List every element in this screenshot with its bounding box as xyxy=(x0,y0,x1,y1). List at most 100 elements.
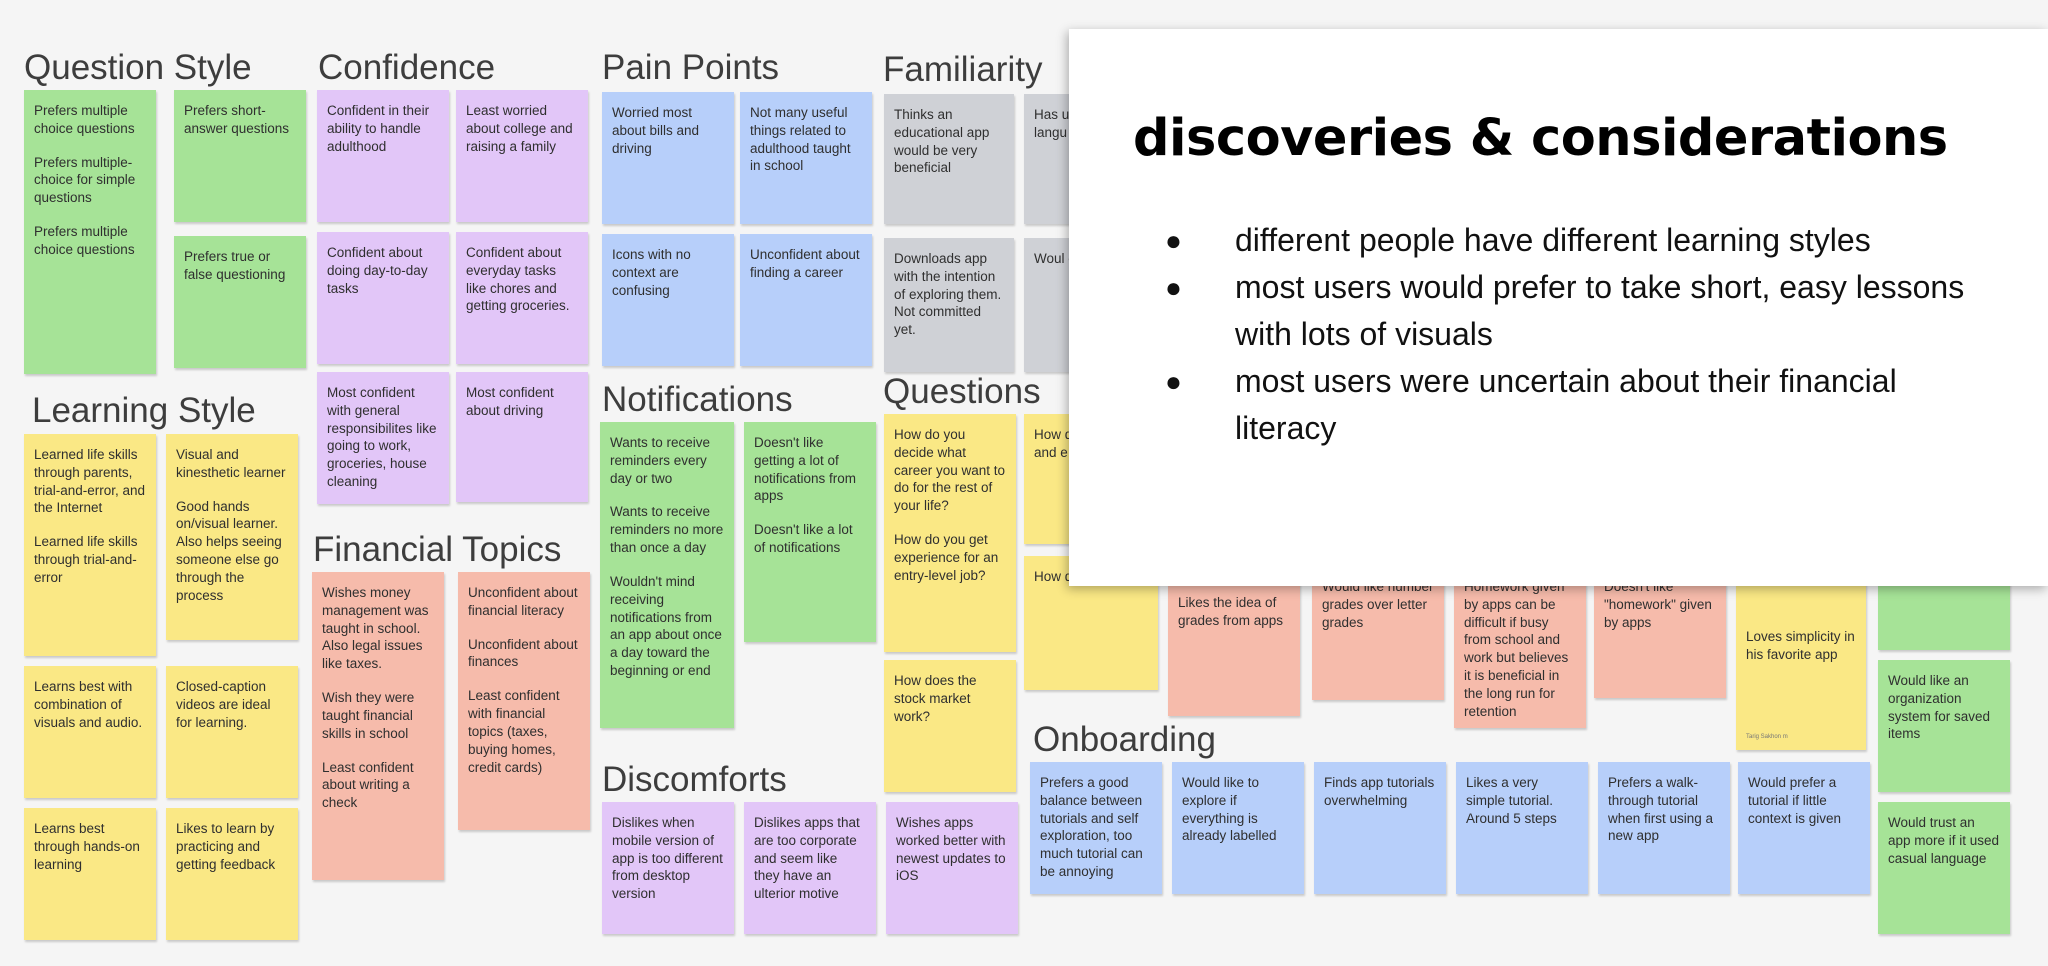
sticky-note[interactable]: Most confident with general responsibili… xyxy=(317,372,449,504)
note-text: How do you decide what career you want t… xyxy=(894,427,1006,514)
sticky-note[interactable]: How does the stock market work? xyxy=(884,660,1016,792)
note-text: Prefers multiple choice questions xyxy=(34,103,135,136)
card-bullet-item: ● most users would prefer to take short,… xyxy=(1165,264,1985,358)
card-bullet-list: ● different people have different learni… xyxy=(1165,217,1985,452)
sticky-note[interactable]: Unconfident about financial literacy Unc… xyxy=(458,572,590,830)
note-text: Prefers multiple-choice for simple quest… xyxy=(34,154,136,206)
note-text: Prefers short-answer questions xyxy=(184,103,290,136)
sticky-note[interactable]: Learned life skills through parents, tri… xyxy=(24,434,156,656)
sticky-note[interactable]: Confident about everyday tasks like chor… xyxy=(456,232,588,364)
note-text: Doesn't like getting a lot of notificati… xyxy=(754,435,857,504)
note-text: Prefers a walk-through tutorial when fir… xyxy=(1608,775,1714,844)
sticky-note[interactable]: Doesn't like getting a lot of notificati… xyxy=(744,422,876,642)
note-text: Prefers true or false questioning xyxy=(184,249,286,282)
note-text: Learned life skills through parents, tri… xyxy=(34,447,146,516)
sticky-note[interactable]: Would like to explore if everything is a… xyxy=(1172,762,1304,894)
heading-pain-points: Pain Points xyxy=(602,48,780,87)
sticky-note[interactable]: Least worried about college and raising … xyxy=(456,90,588,222)
bullet-icon: ● xyxy=(1165,366,1182,397)
note-text: Closed-caption videos are ideal for lear… xyxy=(176,679,271,730)
sticky-note[interactable]: Prefers a good balance between tutorials… xyxy=(1030,762,1162,894)
note-text: Visual and kinesthetic learner xyxy=(176,447,286,480)
sticky-note[interactable]: Not many useful things related to adulth… xyxy=(740,92,872,224)
sticky-note[interactable]: Would trust an app more if it used casua… xyxy=(1878,802,2010,934)
note-text: Dislikes when mobile version of app is t… xyxy=(612,815,723,902)
note-text: Likes the idea of grades from apps xyxy=(1178,595,1284,628)
note-text: Wants to receive reminders every day or … xyxy=(610,435,711,486)
note-text: Doesn't like a lot of notifications xyxy=(754,522,853,556)
note-text: Most confident with general responsibili… xyxy=(327,385,437,490)
sticky-note[interactable]: Visual and kinesthetic learner Good hand… xyxy=(166,434,298,640)
note-text: Icons with no context are confusing xyxy=(612,247,691,298)
sticky-note[interactable]: Closed-caption videos are ideal for lear… xyxy=(166,666,298,798)
note-text: Would trust an app more if it used casua… xyxy=(1888,815,2000,866)
note-text: Wishes money management was taught in sc… xyxy=(322,585,429,672)
note-text: How do you get experience for an entry-l… xyxy=(894,532,999,583)
card-bullet-item: ● most users were uncertain about their … xyxy=(1165,358,1985,452)
note-text: Would prefer a tutorial if little contex… xyxy=(1748,775,1842,826)
note-text: Unconfident about financial literacy xyxy=(468,585,578,618)
note-text: Confident in their ability to handle adu… xyxy=(327,103,430,154)
note-text: Would like an organization system for sa… xyxy=(1888,673,1991,742)
heading-onboarding: Onboarding xyxy=(1033,720,1216,759)
note-text: Most confident about driving xyxy=(466,385,554,418)
note-text: Wants to receive reminders no more than … xyxy=(610,504,724,556)
sticky-note[interactable]: Icons with no context are confusing xyxy=(602,234,734,366)
bullet-text: different people have different learning… xyxy=(1235,222,1871,258)
note-text: Least confident with financial topics (t… xyxy=(468,688,560,775)
sticky-note[interactable]: Prefers multiple choice questions Prefer… xyxy=(24,90,156,374)
heading-financial-topics: Financial Topics xyxy=(313,530,562,569)
sticky-note[interactable]: Unconfident about finding a career xyxy=(740,234,872,366)
note-text: Finds app tutorials overwhelming xyxy=(1324,775,1435,808)
signature-text: Tarig Sakhon m xyxy=(1746,734,1788,741)
heading-question-style: Question Style xyxy=(24,48,252,87)
note-text: Wouldn't mind receiving notifications fr… xyxy=(610,573,722,678)
sticky-note[interactable]: Would prefer a tutorial if little contex… xyxy=(1738,762,1870,894)
discoveries-card: discoveries & considerations ● different… xyxy=(1069,29,2048,586)
sticky-note[interactable]: Downloads app with the intention of expl… xyxy=(884,238,1014,372)
sticky-note[interactable]: Dislikes apps that are too corporate and… xyxy=(744,802,876,934)
sticky-note[interactable]: Loves simplicity in his favorite app Tar… xyxy=(1736,556,1866,750)
card-bullet-item: ● different people have different learni… xyxy=(1165,217,1985,264)
sticky-note[interactable]: Learns best with combination of visuals … xyxy=(24,666,156,798)
bullet-text: most users would prefer to take short, e… xyxy=(1235,269,1965,352)
sticky-note[interactable]: Dislikes when mobile version of app is t… xyxy=(602,802,734,934)
note-text: Prefers a good balance between tutorials… xyxy=(1040,775,1143,880)
note-text: Worried most about bills and driving xyxy=(612,105,700,156)
note-text: How does the stock market work? xyxy=(894,673,977,724)
note-text: Downloads app with the intention of expl… xyxy=(894,251,1002,338)
note-text: Likes a very simple tutorial. Around 5 s… xyxy=(1466,775,1557,826)
note-text: Prefers multiple choice questions xyxy=(34,224,135,257)
sticky-note[interactable]: Likes a very simple tutorial. Around 5 s… xyxy=(1456,762,1588,894)
heading-learning-style: Learning Style xyxy=(32,391,256,430)
heading-discomforts: Discomforts xyxy=(602,760,787,799)
note-text: Doesn't like "homework" given by apps xyxy=(1604,579,1712,630)
sticky-note[interactable]: Learns best through hands-on learning xyxy=(24,808,156,940)
note-text: Would like number grades over letter gra… xyxy=(1322,579,1434,630)
sticky-note[interactable]: Wishes apps worked better with newest up… xyxy=(886,802,1018,934)
sticky-note[interactable]: Likes to learn by practicing and getting… xyxy=(166,808,298,940)
sticky-note[interactable]: Thinks an educational app would be very … xyxy=(884,94,1014,224)
sticky-note[interactable]: Wants to receive reminders every day or … xyxy=(600,422,734,728)
sticky-note[interactable]: Worried most about bills and driving xyxy=(602,92,734,224)
sticky-note[interactable]: Would like an organization system for sa… xyxy=(1878,660,2010,792)
heading-familiarity: Familiarity xyxy=(883,50,1043,89)
note-text: Wish they were taught financial skills i… xyxy=(322,690,415,741)
sticky-note[interactable]: Most confident about driving xyxy=(456,372,588,502)
sticky-note[interactable]: Prefers a walk-through tutorial when fir… xyxy=(1598,762,1730,894)
sticky-note[interactable]: Prefers true or false questioning xyxy=(174,236,306,368)
note-text: Good hands on/visual learner. Also helps… xyxy=(176,498,282,603)
note-text: Least confident about writing a check xyxy=(322,759,414,811)
note-text: Wishes apps worked better with newest up… xyxy=(896,815,1006,884)
bullet-text: most users were uncertain about their fi… xyxy=(1235,363,1897,446)
sticky-note[interactable]: Confident about doing day-to-day tasks xyxy=(317,232,449,364)
sticky-note[interactable]: How do you decide what career you want t… xyxy=(884,414,1016,652)
sticky-note[interactable]: Wishes money management was taught in sc… xyxy=(312,572,444,880)
note-text: Homework given by apps can be difficult … xyxy=(1464,579,1569,719)
bullet-icon: ● xyxy=(1165,272,1182,303)
sticky-note[interactable]: Prefers short-answer questions xyxy=(174,90,306,222)
card-title: discoveries & considerations xyxy=(1133,109,1948,168)
sticky-note[interactable]: Finds app tutorials overwhelming xyxy=(1314,762,1446,894)
sticky-note[interactable]: Confident in their ability to handle adu… xyxy=(317,90,449,222)
note-text: Unconfident about finances xyxy=(468,636,578,670)
